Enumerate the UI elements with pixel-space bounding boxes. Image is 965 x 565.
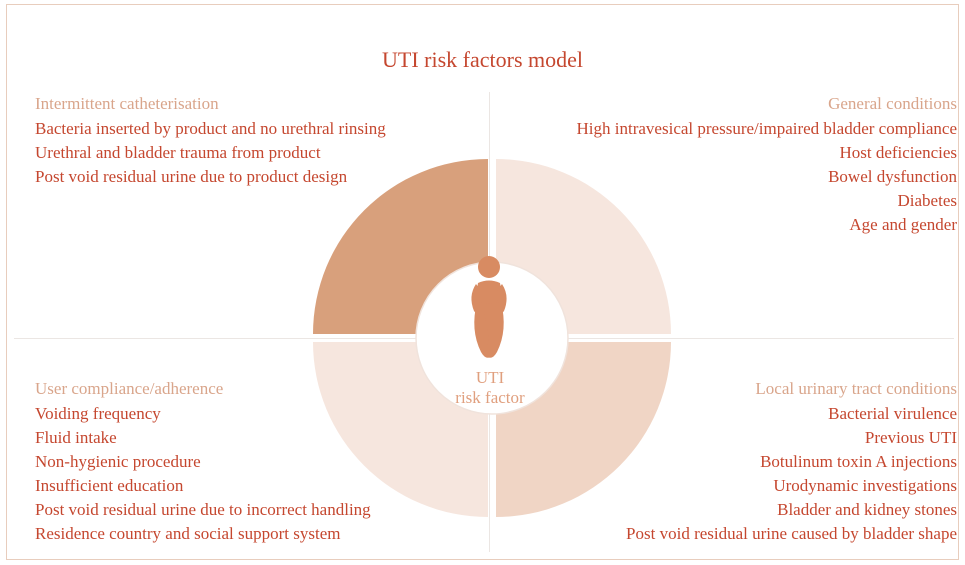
diagram-title: UTI risk factors model — [382, 47, 583, 72]
figure-frame — [6, 4, 959, 560]
list-item: Bladder and kidney stones — [777, 500, 957, 519]
quadrant-heading: User compliance/adherence — [35, 379, 224, 398]
quadrant-user-compliance: User compliance/adherence Voiding freque… — [35, 378, 505, 546]
list-item: Host deficiencies — [839, 143, 957, 162]
list-item: Voiding frequency — [35, 404, 161, 423]
quadrant-heading: Intermittent catheterisation — [35, 94, 219, 113]
list-item: Urodynamic investigations — [773, 476, 957, 495]
quadrant-general-conditions: General conditions High intravesical pre… — [487, 93, 957, 237]
quadrant-heading: General conditions — [828, 94, 957, 113]
list-item: Bacterial virulence — [828, 404, 957, 423]
center-label-line2: risk factor — [455, 388, 525, 407]
quadrant-intermittent-catheterisation: Intermittent catheterisation Bacteria in… — [35, 93, 505, 189]
list-item: Post void residual urine due to product … — [35, 167, 348, 186]
list-item: Bowel dysfunction — [828, 167, 957, 186]
center-label-line1: UTI — [475, 368, 505, 387]
quadrant-local-urinary-tract: Local urinary tract conditions Bacterial… — [487, 378, 957, 546]
list-item: Diabetes — [897, 191, 957, 210]
list-item: Botulinum toxin A injections — [760, 452, 957, 471]
list-item: Age and gender — [849, 215, 957, 234]
list-item: Residence country and social support sys… — [35, 524, 341, 543]
list-item: Urethral and bladder trauma from product — [35, 143, 321, 162]
list-item: Insufficient education — [35, 476, 184, 495]
list-item: Previous UTI — [864, 428, 957, 447]
list-item: Post void residual urine due to incorrec… — [35, 500, 371, 519]
list-item: Non-hygienic procedure — [35, 452, 201, 471]
list-item: High intravesical pressure/impaired blad… — [576, 119, 957, 138]
list-item: Bacteria inserted by product and no uret… — [35, 119, 386, 138]
list-item: Post void residual urine caused by bladd… — [626, 524, 957, 543]
person-crossed-legs-icon — [471, 256, 507, 358]
list-item: Fluid intake — [35, 428, 117, 447]
quadrant-heading: Local urinary tract conditions — [755, 379, 957, 398]
